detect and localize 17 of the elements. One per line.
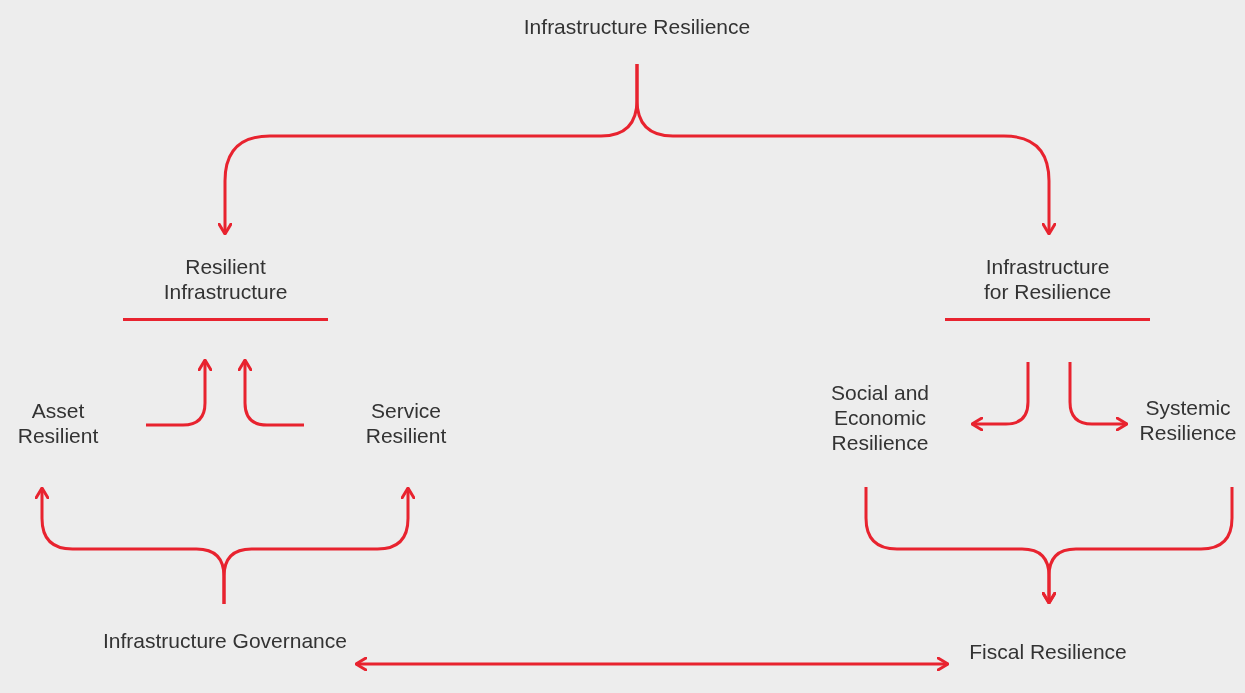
node-label: Social and Economic Resilience [829, 380, 931, 455]
arrow [146, 358, 213, 427]
node-label: Infrastructure Resilience [523, 14, 751, 39]
arrow [970, 362, 1030, 432]
node-label: Infrastructure Governance [103, 628, 347, 653]
double-arrow [354, 656, 950, 672]
arrow [1068, 362, 1129, 432]
node-label: Fiscal Resilience [969, 639, 1127, 664]
arrow [237, 358, 304, 427]
node-label: Systemic Resilience [1138, 395, 1238, 445]
arrow [635, 64, 1057, 236]
arrow [222, 486, 416, 604]
node-label: Service Resilient [364, 398, 448, 448]
arrow [1041, 487, 1234, 605]
node-label: Infrastructure for Resilience [982, 254, 1113, 304]
node-label: Resilient Infrastructure [162, 254, 289, 304]
node-label: Asset Resilient [16, 398, 100, 448]
